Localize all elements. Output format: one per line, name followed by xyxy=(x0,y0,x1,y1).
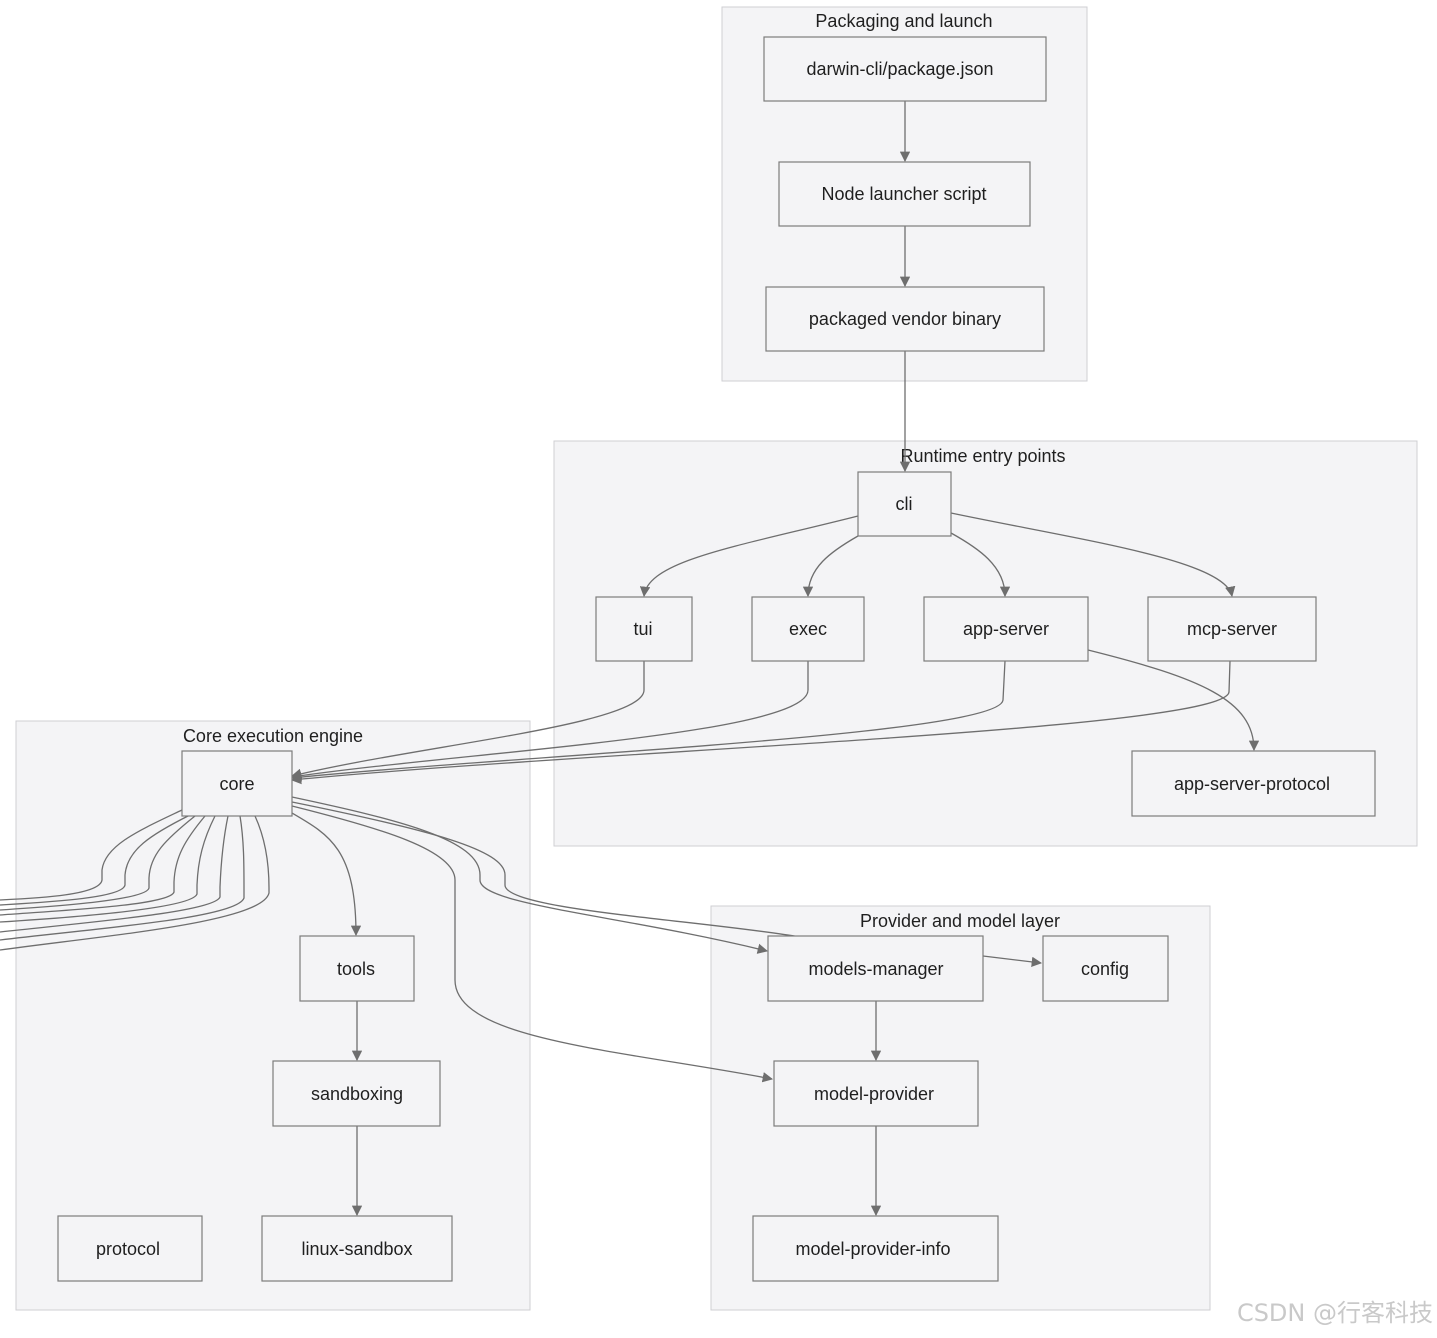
edge-core-offscreen-8 xyxy=(0,815,270,951)
node-modelprovider-label: model-provider xyxy=(814,1084,934,1104)
node-protocol-label: protocol xyxy=(96,1239,160,1259)
node-tools[interactable]: tools xyxy=(299,935,415,1002)
node-tools-label: tools xyxy=(337,959,375,979)
offscreen-edges xyxy=(0,809,270,951)
node-protocol[interactable]: protocol xyxy=(57,1215,203,1282)
node-modelsmgr[interactable]: models-manager xyxy=(767,935,984,1002)
node-config[interactable]: config xyxy=(1042,935,1169,1002)
node-appserver-label: app-server xyxy=(963,619,1049,639)
node-tui[interactable]: tui xyxy=(595,596,693,662)
edge-core-modelsmgr xyxy=(291,796,769,954)
node-modelproviderinfo[interactable]: model-provider-info xyxy=(752,1215,999,1282)
node-sandboxing[interactable]: sandboxing xyxy=(272,1060,441,1127)
edge-core-offscreen-7 xyxy=(0,815,245,941)
node-cli-label: cli xyxy=(896,494,913,514)
node-vendor[interactable]: packaged vendor binary xyxy=(765,286,1045,352)
node-pkgjson[interactable]: darwin-cli/package.json xyxy=(763,36,1047,102)
node-mcpserver-label: mcp-server xyxy=(1187,619,1277,639)
node-cli[interactable]: cli xyxy=(857,471,952,537)
edge-core-offscreen-4 xyxy=(0,815,206,916)
cluster-packaging-title: Packaging and launch xyxy=(815,11,992,31)
edge-appserver-asproto xyxy=(1087,649,1260,752)
cluster-core-engine-title: Core execution engine xyxy=(183,726,363,746)
node-sandboxing-label: sandboxing xyxy=(311,1084,403,1104)
edge-cli-exec xyxy=(802,535,859,598)
node-modelsmgr-label: models-manager xyxy=(808,959,943,979)
node-core[interactable]: core xyxy=(181,750,293,817)
edge-cli-tui xyxy=(639,515,859,598)
node-launcher-label: Node launcher script xyxy=(821,184,986,204)
node-exec-label: exec xyxy=(789,619,827,639)
edge-core-modelprovider xyxy=(291,805,774,1083)
edge-cli-mcpserver xyxy=(950,512,1236,598)
edge-core-offscreen-3 xyxy=(0,815,196,911)
watermark: CSDN @行客科技 xyxy=(1237,1299,1433,1327)
node-tui-label: tui xyxy=(633,619,652,639)
edge-cli-appserver xyxy=(950,532,1011,598)
node-pkgjson-label: darwin-cli/package.json xyxy=(806,59,993,79)
node-mcpserver[interactable]: mcp-server xyxy=(1147,596,1317,662)
edge-tui-core xyxy=(290,661,645,779)
node-asproto[interactable]: app-server-protocol xyxy=(1131,750,1376,817)
edge-mcpserver-core xyxy=(290,660,1231,785)
node-vendor-label: packaged vendor binary xyxy=(809,309,1001,329)
cluster-core-engine: Core execution engine xyxy=(15,720,531,1311)
cluster-runtime-title: Runtime entry points xyxy=(900,446,1065,466)
edge-modelsmgr-config xyxy=(982,955,1043,968)
node-config-label: config xyxy=(1081,959,1129,979)
node-exec[interactable]: exec xyxy=(751,596,865,662)
node-linuxsandbox[interactable]: linux-sandbox xyxy=(261,1215,453,1282)
node-modelproviderinfo-label: model-provider-info xyxy=(795,1239,950,1259)
node-appserver[interactable]: app-server xyxy=(923,596,1089,662)
edge-exec-core xyxy=(290,661,809,781)
cluster-provider-layer-title: Provider and model layer xyxy=(860,911,1060,931)
edge-core-offscreen-5 xyxy=(0,815,216,923)
edge-appserver-core xyxy=(290,660,1006,783)
node-core-label: core xyxy=(219,774,254,794)
node-asproto-label: app-server-protocol xyxy=(1174,774,1330,794)
node-linuxsandbox-label: linux-sandbox xyxy=(301,1239,412,1259)
edge-core-offscreen-1 xyxy=(0,809,183,901)
edge-core-tools xyxy=(291,812,362,937)
edge-core-modelsmgr-2 xyxy=(291,801,801,938)
node-modelprovider[interactable]: model-provider xyxy=(773,1060,979,1127)
edge-core-offscreen-6 xyxy=(0,815,229,933)
node-launcher[interactable]: Node launcher script xyxy=(778,161,1031,227)
edge-core-offscreen-2 xyxy=(0,814,191,906)
